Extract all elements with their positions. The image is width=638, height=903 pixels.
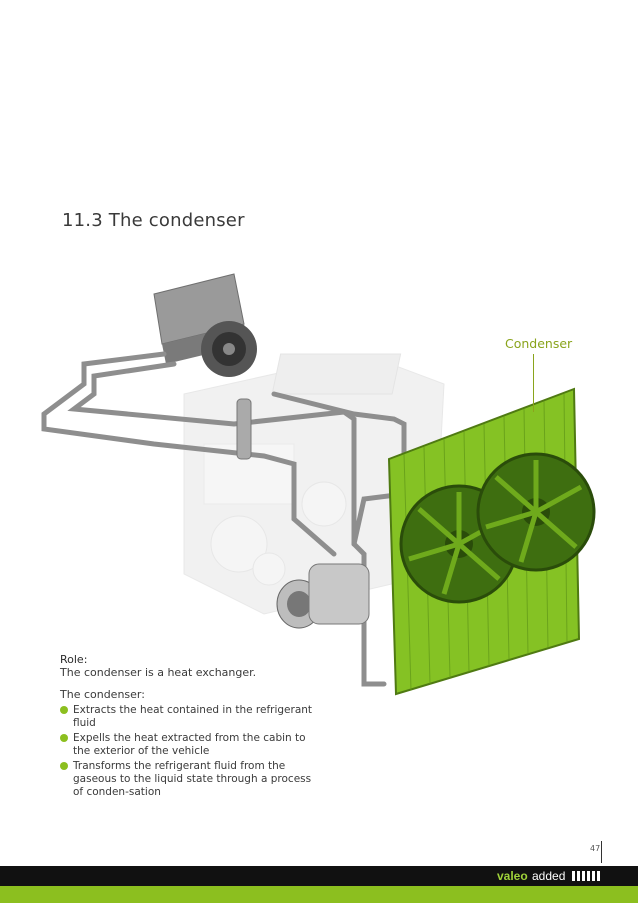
- function-list: Extracts the heat contained in the refri…: [60, 704, 320, 801]
- blower: [201, 321, 257, 377]
- role-text: The condenser is a heat exchanger.: [60, 666, 257, 679]
- ac-system-illustration: [41, 273, 596, 696]
- footer-green-band: [0, 886, 638, 903]
- added-logo-text: added: [532, 869, 566, 883]
- page-number-divider: [601, 841, 602, 863]
- role-heading: Role:: [60, 653, 88, 666]
- condenser-callout-label: Condenser: [505, 336, 573, 351]
- condenser-callout-line: [533, 354, 534, 412]
- bullet-icon: [60, 762, 68, 771]
- valeo-logo-text: valeo: [497, 869, 528, 883]
- list-item: Transforms the refrigerant fluid from th…: [60, 760, 320, 798]
- list-item: Expells the heat extracted from the cabi…: [60, 732, 320, 757]
- footer-dark-band: [0, 866, 638, 886]
- receiver-drier: [236, 398, 252, 460]
- role-block: Role: The condenser is a heat exchanger.: [60, 653, 320, 679]
- bullet-icon: [60, 734, 68, 743]
- page-number: 47: [590, 844, 601, 853]
- compressor: [276, 563, 370, 629]
- cooling-fan-right: [476, 452, 596, 572]
- list-item: Extracts the heat contained in the refri…: [60, 704, 320, 729]
- brand-bars-icon: [572, 871, 600, 881]
- section-title: 11.3 The condenser: [62, 210, 245, 231]
- list-heading: The condenser:: [60, 688, 145, 701]
- bullet-icon: [60, 706, 68, 714]
